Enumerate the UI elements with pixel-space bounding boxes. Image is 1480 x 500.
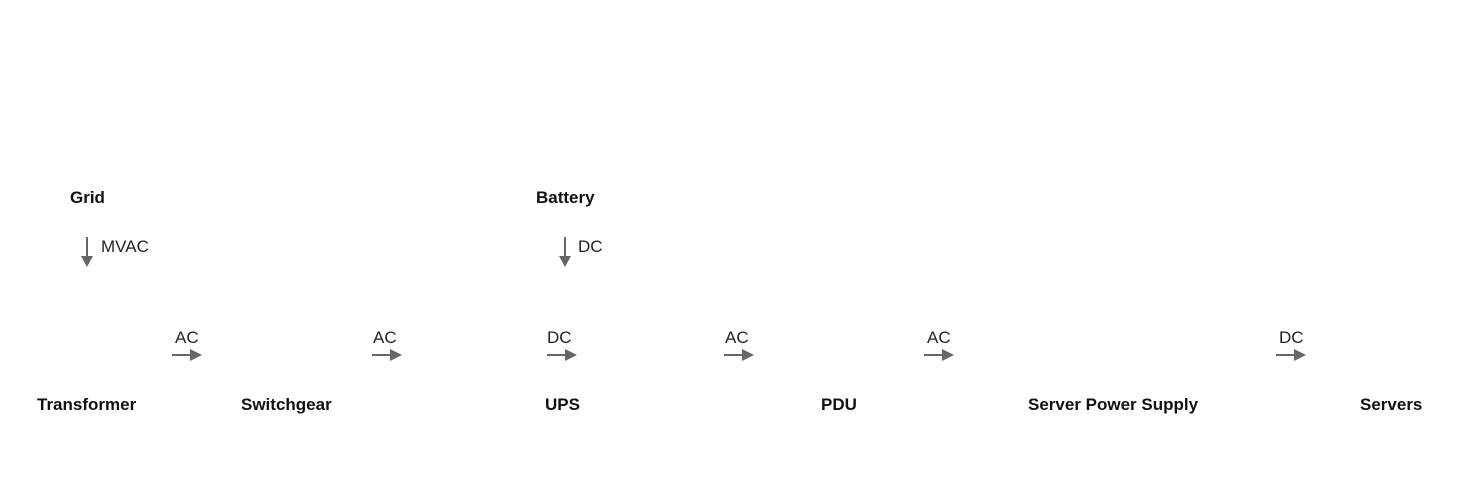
node-grid: Grid (70, 188, 105, 207)
link-label-battery-dc: DC (578, 237, 603, 256)
node-switchgear: Switchgear (241, 395, 332, 414)
link-label-4: AC (725, 328, 749, 347)
link-label-5: AC (927, 328, 951, 347)
node-servers: Servers (1360, 395, 1423, 414)
link-label-6: DC (1279, 328, 1304, 347)
node-pdu: PDU (821, 395, 857, 414)
link-label-2: AC (373, 328, 397, 347)
arrow-right-6 (1276, 349, 1306, 361)
arrow-right-5 (924, 349, 954, 361)
node-transformer: Transformer (37, 395, 137, 414)
link-label-3: DC (547, 328, 572, 347)
node-ups: UPS (545, 395, 580, 414)
arrow-down-grid (81, 237, 93, 267)
arrow-right-2 (372, 349, 402, 361)
arrow-right-3 (547, 349, 577, 361)
arrow-right-1 (172, 349, 202, 361)
arrow-right-4 (724, 349, 754, 361)
link-label-mvac: MVAC (101, 237, 149, 256)
arrow-down-battery (559, 237, 571, 267)
node-server-power-supply: Server Power Supply (1028, 395, 1199, 414)
link-label-1: AC (175, 328, 199, 347)
node-battery: Battery (536, 188, 595, 207)
